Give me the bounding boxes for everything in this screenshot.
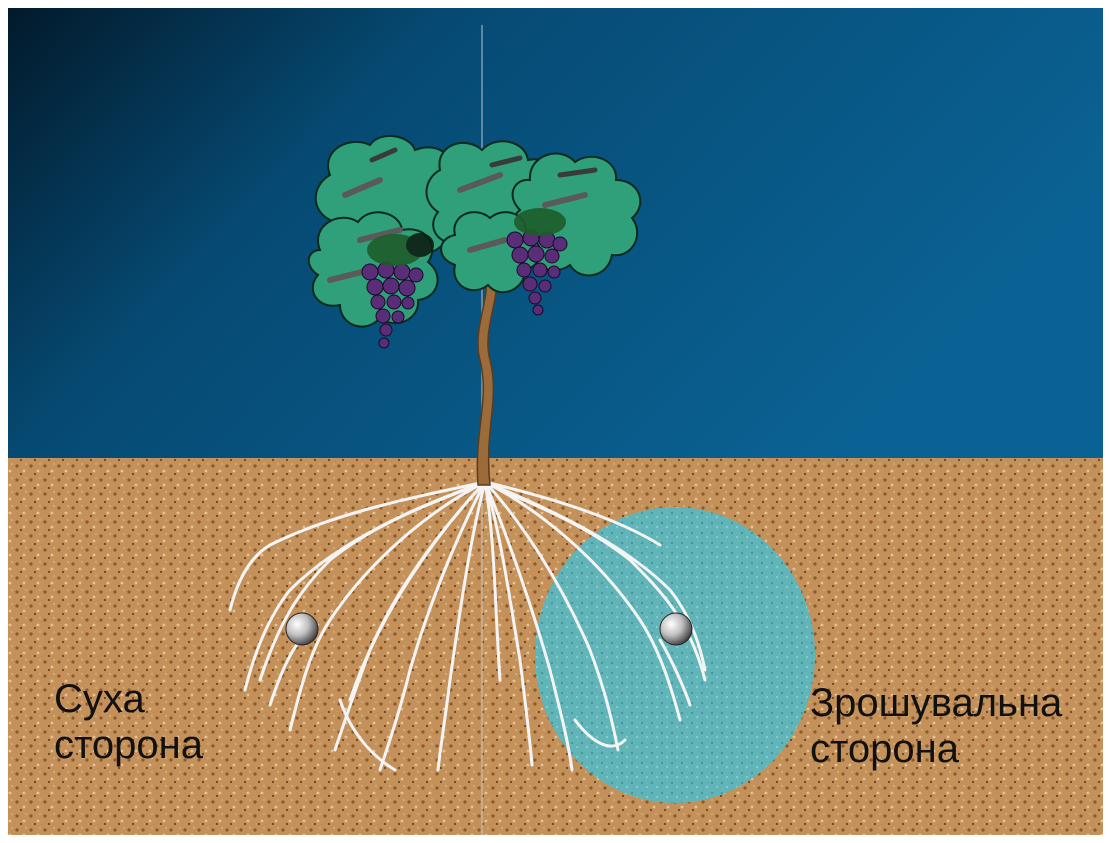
irrigated-side-label-line1: Зрошувальна <box>810 680 1062 726</box>
dry-side-label-line2: сторона <box>54 722 203 768</box>
irrigated-zone <box>535 507 815 803</box>
dry-side-label: Суха сторона <box>54 676 203 768</box>
dry-side-label-line1: Суха <box>54 676 203 722</box>
dry-side-sensor <box>286 613 318 645</box>
irrigated-side-sensor <box>660 613 692 645</box>
irrigated-side-label: Зрошувальна сторона <box>810 680 1062 772</box>
irrigated-side-label-line2: сторона <box>810 726 1062 772</box>
